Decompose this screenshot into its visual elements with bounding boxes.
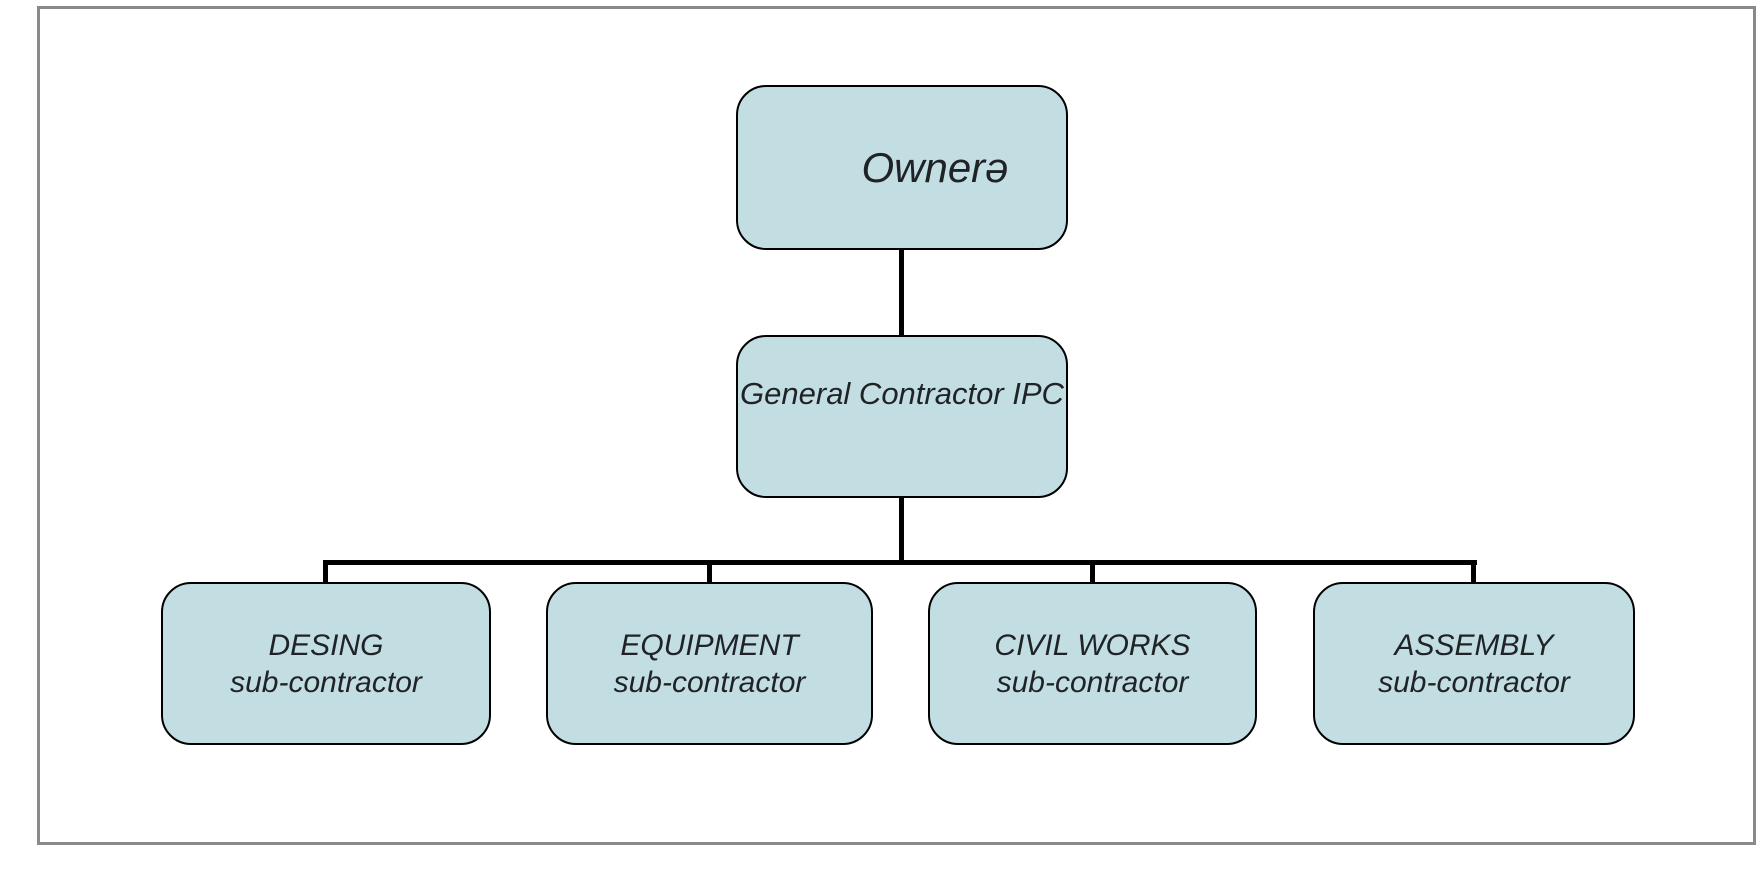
org-node-desing-subtitle: sub-contractor [230,665,422,699]
org-node-assembly-title: ASSEMBLY [1394,628,1554,662]
org-node-civil-works-subcontractor: CIVIL WORKS sub-contractor [928,582,1257,745]
org-node-desing-title: DESING [268,628,384,662]
connector-drop-assembly [1471,560,1476,583]
connector-horizontal-bus [323,560,1477,565]
org-node-owner: Ownerə [736,85,1068,250]
org-node-assembly-subcontractor: ASSEMBLY sub-contractor [1313,582,1635,745]
org-node-equipment-subcontractor: EQUIPMENT sub-contractor [546,582,873,745]
org-node-owner-label: Ownerə [861,143,1009,191]
org-node-general-contractor: General Contractor IPC [736,335,1068,498]
org-node-civil-works-subtitle: sub-contractor [996,665,1189,699]
org-node-equipment-subtitle: sub-contractor [613,665,806,699]
connector-contractor-stem [899,497,904,565]
org-node-desing-subcontractor: DESING sub-contractor [161,582,491,745]
org-node-assembly-subtitle: sub-contractor [1378,665,1570,699]
connector-owner-to-contractor [899,249,904,336]
connector-drop-civil-works [1090,560,1095,583]
connector-drop-desing [323,560,328,583]
connector-drop-equipment [707,560,712,583]
org-node-general-contractor-label: General Contractor IPC [740,376,1064,411]
org-node-equipment-title: EQUIPMENT [620,628,799,662]
org-node-civil-works-title: CIVIL WORKS [994,628,1191,662]
